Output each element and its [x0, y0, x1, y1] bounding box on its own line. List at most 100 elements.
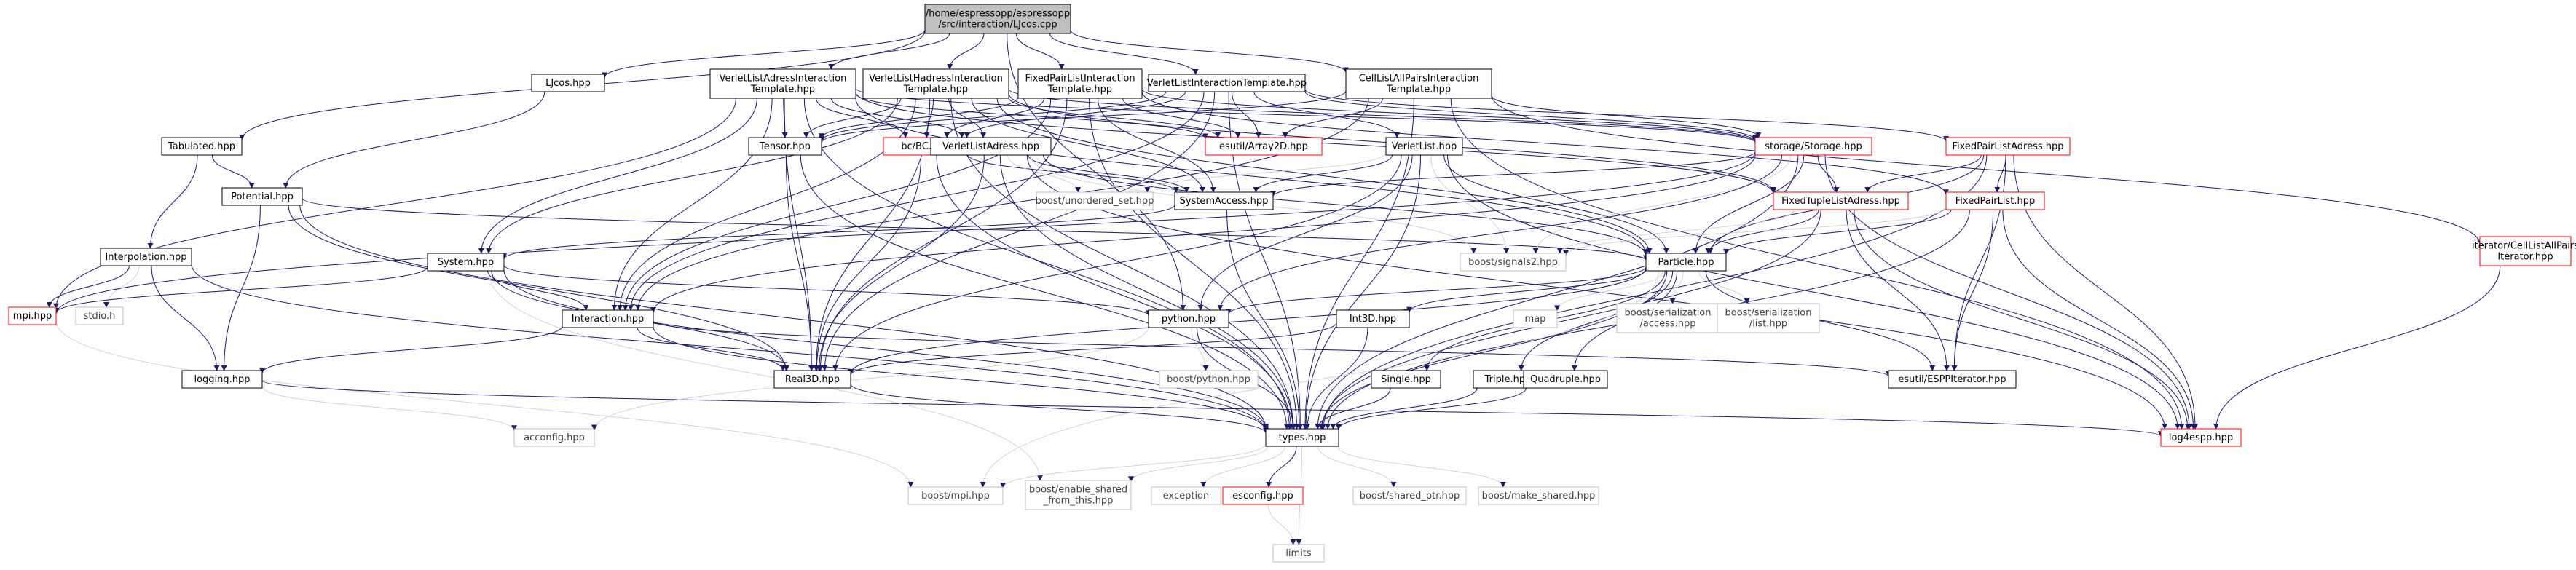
- node-single-hpp[interactable]: Single.hpp: [1371, 370, 1441, 389]
- edge-bc-to-sysaccess: [966, 154, 1179, 193]
- edge-clapit-to-tensor: [819, 90, 1347, 143]
- edge-vlhait-to-array2d: [1008, 97, 1221, 138]
- edge-clapit-to-storage: [1491, 95, 1762, 138]
- node-label-line: Iterator.hpp: [2497, 252, 2553, 263]
- node-fixedtuplelistadress-hpp[interactable]: FixedTupleListAdress.hpp: [1773, 191, 1909, 210]
- edge-particle-to-bslist: [1698, 270, 1750, 304]
- edge-fpl-to-signals2: [1563, 207, 1947, 256]
- node-box: [181, 370, 263, 389]
- edge-fplit-to-array2d: [1122, 98, 1241, 138]
- node-esutil-array2d-hpp[interactable]: esutil/Array2D.hpp: [1205, 137, 1323, 156]
- node-real3d-hpp[interactable]: Real3D.hpp: [773, 370, 851, 389]
- node-verletlistinteractiontemplate-hpp[interactable]: VerletListInteractionTemplate.hpp: [1147, 74, 1307, 92]
- node-fixedpairlist-hpp[interactable]: FixedPairList.hpp: [1945, 191, 2045, 210]
- edge-fpladress-to-ftla: [1864, 154, 1982, 193]
- node-box: [1645, 253, 1727, 272]
- node-ljcos-hpp[interactable]: LJcos.hpp: [531, 74, 605, 92]
- node-box: [862, 68, 1009, 99]
- edge-particle-to-real3d: [848, 267, 1647, 375]
- edge-system-to-interaction: [487, 270, 589, 311]
- node-label-line: VerletListHadressInteraction: [869, 74, 1003, 84]
- edge-storage-to-types: [1315, 154, 1799, 430]
- edge-verletlist-to-signals2: [1430, 154, 1510, 254]
- node-fixedpairlistadress-hpp[interactable]: FixedPairListAdress.hpp: [1945, 137, 2071, 156]
- edge-fpl-to-esppiter: [1951, 209, 1994, 371]
- node-box: [1148, 74, 1306, 92]
- edge-root-to-vlait: [828, 33, 950, 70]
- edge-system-to-python: [503, 264, 1151, 317]
- node-particle-hpp[interactable]: Particle.hpp: [1645, 253, 1727, 272]
- node-box: [161, 137, 243, 156]
- node-label-line: boost/shared_ptr.hpp: [1360, 491, 1460, 502]
- node-esutil-esppiterator-hpp[interactable]: esutil/ESPPIterator.hpp: [1888, 370, 2017, 389]
- edge-vlait-to-array2d: [855, 92, 1208, 140]
- node-label-line: boost/signals2.hpp: [1468, 257, 1558, 268]
- edge-vlhait-to-bc: [923, 98, 934, 138]
- node-system-hpp[interactable]: System.hpp: [427, 253, 505, 272]
- edge-vlhait-to-system: [486, 98, 898, 254]
- node-verletlist-hpp[interactable]: VerletList.hpp: [1385, 137, 1463, 156]
- node-log4espp-hpp[interactable]: log4espp.hpp: [2160, 428, 2242, 447]
- node-label-line: VerletListAdressInteraction: [720, 74, 847, 84]
- node-box: [1352, 486, 1467, 505]
- node-label-line: _from_this.hpp: [1043, 496, 1114, 507]
- node-box: [1478, 486, 1599, 505]
- node-box: [1385, 137, 1463, 156]
- node-systemaccess-hpp[interactable]: SystemAccess.hpp: [1174, 191, 1274, 210]
- edge-storage-to-interaction: [650, 154, 1756, 313]
- node-quadruple-hpp[interactable]: Quadruple.hpp: [1523, 370, 1608, 389]
- edge-ftla-to-signals2: [1556, 209, 1795, 254]
- edge-vladress-to-types: [999, 154, 1296, 430]
- node-label-line: Single.hpp: [1381, 374, 1431, 385]
- node-interpolation-hpp[interactable]: Interpolation.hpp: [100, 248, 192, 266]
- edge-clapit-to-array2d: [1282, 98, 1383, 138]
- edge-sysaccess-to-system: [501, 205, 1175, 260]
- node-box: [1159, 370, 1259, 389]
- node-logging-hpp[interactable]: logging.hpp: [181, 370, 263, 389]
- node-label-line: Triple.hpp: [1484, 374, 1532, 385]
- edge-vlait-to-storage: [855, 87, 1758, 143]
- node-label-line: log4espp.hpp: [2169, 432, 2233, 443]
- node-home-espressopp-espressopp-src-interaction-ljcos-cpp[interactable]: /home/espressopp/espressopp/src/interact…: [924, 4, 1071, 34]
- node-int3d-hpp[interactable]: Int3D.hpp: [1336, 309, 1410, 328]
- edge-logging-to-acconfig: [261, 386, 517, 432]
- node-python-hpp[interactable]: python.hpp: [1148, 309, 1229, 328]
- node-triple-hpp[interactable]: Triple.hpp: [1473, 370, 1543, 389]
- edge-ljcos-to-potential: [283, 91, 545, 189]
- node-box: [924, 4, 1071, 34]
- node-storage-storage-hpp[interactable]: storage/Storage.hpp: [1754, 137, 1872, 156]
- node-verletlistadress-hpp[interactable]: VerletListAdress.hpp: [930, 137, 1052, 156]
- node-box: [221, 187, 303, 206]
- edge-fplit-to-sysaccess: [1098, 98, 1216, 193]
- node-stdio-h: stdio.h: [75, 306, 124, 325]
- node-box: [1025, 480, 1132, 510]
- node-mpi-hpp[interactable]: mpi.hpp: [8, 306, 57, 325]
- edge-vladress-to-real3d: [816, 154, 985, 371]
- node-label-line: Interpolation.hpp: [105, 252, 186, 263]
- node-types-hpp[interactable]: types.hpp: [1265, 428, 1339, 447]
- edge-vlait-to-particle: [855, 98, 1649, 255]
- node-potential-hpp[interactable]: Potential.hpp: [221, 187, 303, 206]
- node-tensor-hpp[interactable]: Tensor.hpp: [748, 137, 822, 156]
- dependency-edges: [46, 29, 2501, 545]
- edge-ftla-to-types: [1319, 209, 1821, 430]
- node-label-line: Real3D.hpp: [785, 374, 840, 385]
- node-label-line: acconfig.hpp: [524, 432, 585, 443]
- node-label-line: boost/python.hpp: [1167, 374, 1250, 385]
- edge-vlait-to-system: [478, 98, 757, 254]
- node-boost-make-shared-hpp: boost/make_shared.hpp: [1478, 486, 1599, 505]
- node-boost-signals2-hpp: boost/signals2.hpp: [1460, 253, 1567, 272]
- node-esconfig-hpp[interactable]: esconfig.hpp: [1222, 486, 1304, 505]
- node-interaction-hpp[interactable]: Interaction.hpp: [562, 309, 654, 328]
- edge-esconfig-to-limits: [1267, 504, 1296, 545]
- edge-real3d-to-types: [850, 384, 1269, 434]
- edge-tabulated-to-potential: [211, 154, 255, 189]
- node-label-line: FixedPairList.hpp: [1955, 196, 2035, 207]
- node-label-line: map: [1525, 314, 1546, 325]
- node-tabulated-hpp[interactable]: Tabulated.hpp: [161, 137, 243, 156]
